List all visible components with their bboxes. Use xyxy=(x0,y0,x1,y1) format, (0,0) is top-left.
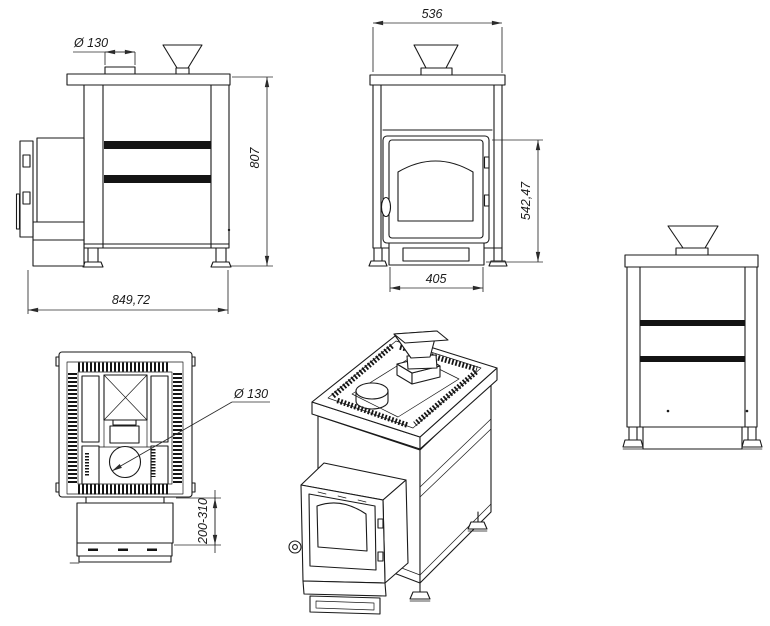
hinge xyxy=(483,156,490,169)
chimney-stub xyxy=(104,66,136,75)
dim-plan-chimney-diameter: Ø 130 xyxy=(111,387,270,472)
foot xyxy=(622,439,644,448)
foot xyxy=(210,261,232,268)
fuel-tunnel-plan xyxy=(76,502,174,544)
dim-label-length: 849,72 xyxy=(112,293,150,307)
foot xyxy=(741,439,763,448)
dim-side-chimney-diameter: Ø 130 xyxy=(73,36,136,65)
water-funnel-iso xyxy=(393,330,449,370)
hinge xyxy=(22,191,31,205)
foot xyxy=(409,591,431,600)
isometric-view xyxy=(288,330,498,615)
top-plate xyxy=(624,254,759,268)
stove-body xyxy=(626,266,758,428)
dim-label-width: 536 xyxy=(422,7,443,21)
stone-tray-outer xyxy=(66,361,184,495)
door-glass xyxy=(397,160,474,222)
leg xyxy=(373,247,383,263)
ash-lip-iso xyxy=(309,595,381,615)
water-funnel xyxy=(667,225,719,249)
dim-label-firebox-height: 542,47 xyxy=(519,181,533,220)
door-handle xyxy=(380,196,392,218)
water-funnel xyxy=(413,44,459,69)
leg xyxy=(493,247,503,263)
leg xyxy=(87,247,99,263)
fuel-channel-side xyxy=(36,137,85,223)
door-handle-side xyxy=(15,193,21,230)
side-slot-lower xyxy=(104,175,211,183)
foot xyxy=(82,261,104,268)
door-window-iso xyxy=(316,502,368,552)
dim-label-height: 807 xyxy=(248,147,262,169)
rear-slot-upper xyxy=(640,320,745,326)
rear-view xyxy=(622,225,763,450)
dim-front-firebox-height: 542,47 xyxy=(486,139,543,263)
steam-box-plan xyxy=(109,425,140,444)
dim-label-chimney-dia: Ø 130 xyxy=(73,36,108,50)
dim-front-width: 536 xyxy=(372,7,503,73)
top-plate xyxy=(369,74,506,86)
top-view: Ø 130 200-310 xyxy=(55,351,270,564)
foot xyxy=(467,521,488,530)
dim-side-length: 849,72 xyxy=(27,270,229,314)
top-plate-iso xyxy=(311,335,498,438)
firebox-door xyxy=(388,139,484,239)
dim-side-height: 807 xyxy=(231,76,273,267)
hinge xyxy=(377,551,384,562)
foot xyxy=(368,260,388,267)
dim-plan-tunnel-length: 200-310 xyxy=(174,490,221,553)
top-plate xyxy=(66,73,231,86)
hinge xyxy=(377,518,384,529)
stove-body xyxy=(83,84,230,249)
side-slot-upper xyxy=(104,141,211,149)
dim-label-plan-chimney-dia: Ø 130 xyxy=(233,387,268,401)
chimney-collar-iso xyxy=(355,382,389,410)
dim-front-door-width: 405 xyxy=(389,267,484,292)
dim-label-door-width: 405 xyxy=(426,272,447,286)
leg xyxy=(628,426,638,441)
leg xyxy=(747,426,757,441)
chimney-opening-plan xyxy=(108,445,142,479)
hinge xyxy=(22,154,31,168)
dim-label-tunnel-length: 200-310 xyxy=(196,498,210,545)
side-view: Ø 130 807 849,72 xyxy=(15,36,273,314)
door-handle-iso xyxy=(288,540,302,554)
front-view: 536 542,47 405 xyxy=(368,7,543,292)
leg xyxy=(215,247,227,263)
rear-slot-lower xyxy=(640,356,745,362)
stone-tray-inner xyxy=(77,371,173,485)
water-funnel xyxy=(162,44,203,69)
lower-panel xyxy=(642,426,743,450)
hinge xyxy=(483,194,490,207)
